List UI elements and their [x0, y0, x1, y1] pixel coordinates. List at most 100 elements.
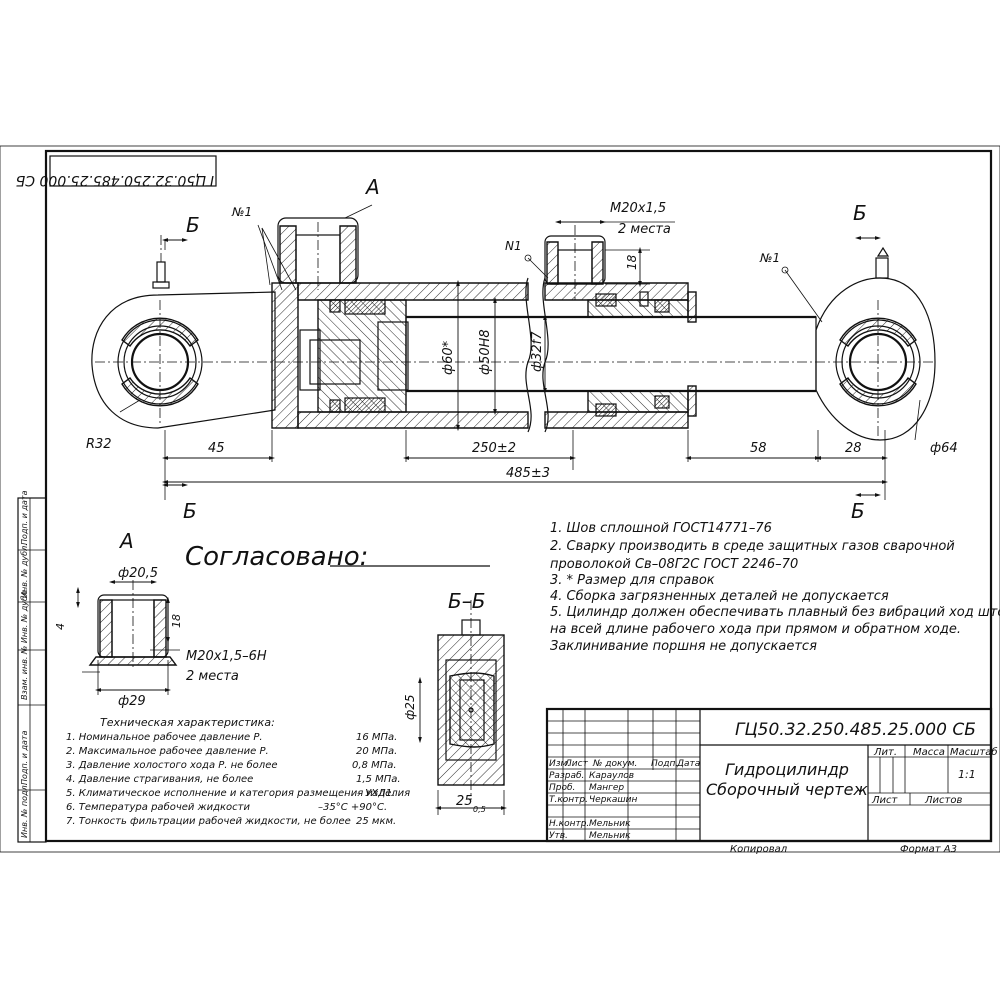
tech-row-1-value: 16 МПа. — [356, 732, 397, 743]
section-label-b-bottom-right: Б — [851, 499, 865, 523]
tube-wall-top — [297, 282, 529, 301]
dim-r32: R32 — [86, 437, 112, 452]
dim-18-top: 18 — [625, 254, 639, 270]
note-line-3: проволокой Св–08Г2С ГОСТ 2246–70 — [550, 557, 798, 572]
hdr-sign: Подп. — [651, 759, 678, 769]
notes-block: 1. Шов сплошной ГОСТ14771–76 2. Сварку п… — [550, 521, 1000, 654]
dim-d60: ф60* — [441, 340, 456, 375]
section-bb-d25: ф25 — [403, 694, 417, 720]
tech-row-2-label: 2. Максимальное рабочее давление Р. — [66, 745, 269, 757]
piston — [317, 299, 407, 413]
detail-a-d20: ф20,5 — [118, 566, 158, 581]
piston-rod — [405, 316, 817, 392]
inner-frame — [44, 149, 993, 843]
detail-a-places: 2 места — [186, 669, 239, 684]
sheet-label: Лист — [871, 795, 899, 806]
position-label-left: №1 — [231, 205, 252, 219]
detail-a-d4: 4 — [54, 623, 67, 630]
lit-label: Лит. — [873, 747, 897, 758]
name-3: Черкашин — [589, 795, 637, 805]
title-block: ГЦ50.32.250.485.25.000 СБ Гидроцилиндр С… — [545, 707, 998, 843]
outer-frame — [0, 145, 1000, 853]
role-6: Утв. — [549, 831, 568, 841]
scale-label: Масштаб — [950, 746, 998, 758]
detail-a-d18: 18 — [170, 614, 183, 628]
side-label-1: Инв. № подл. — [20, 783, 29, 838]
hdr-doc: № докум. — [592, 759, 637, 769]
role-3: Т.контр. — [549, 795, 588, 805]
dim-d64: ф64 — [930, 441, 958, 456]
hdr-list: Лист — [564, 759, 589, 769]
detail-a-thread: M20x1,5–6H — [186, 649, 267, 664]
dim-places-top: 2 места — [618, 222, 671, 237]
scale-value: 1:1 — [958, 768, 976, 781]
left-eye-body — [91, 291, 276, 429]
section-label-b-top-left: Б — [186, 213, 200, 237]
role-2: Проб. — [549, 783, 575, 793]
title-block-name-1: Гидроцилиндр — [725, 760, 849, 779]
sheets-label: Листов — [924, 795, 962, 806]
agreed-label: Согласовано: — [185, 542, 368, 572]
tech-row-7-value: 25 мкм. — [356, 816, 396, 827]
rotated-stamp-text: ГЦ50.32.250.485.25.000 СБ — [16, 172, 214, 188]
tech-row-3-value: 0,8 МПа. — [352, 760, 397, 771]
detail-a: А ф20,5 4 18 M20x1,5–6H 2 места ф29 — [54, 529, 267, 709]
dim-d50: ф50H8 — [478, 329, 493, 375]
note-line-1: 1. Шов сплошной ГОСТ14771–76 — [550, 521, 772, 536]
section-bb-tol: 0,5 — [473, 805, 486, 814]
tech-row-5-value: – УХЛ1. — [357, 788, 395, 799]
tech-row-3-label: 3. Давление холостого хода Р. не более — [66, 759, 278, 771]
side-label-4: Инв. № дубл. — [20, 543, 29, 598]
section-label-b-bottom-left: Б — [183, 499, 197, 523]
section-bb-title: Б–Б — [448, 589, 485, 613]
dim-45: 45 — [208, 441, 225, 456]
tech-row-6-label: 6. Температура рабочей жидкости — [66, 801, 250, 813]
view-label-a: А — [364, 175, 380, 199]
detail-a-title: А — [118, 529, 134, 553]
note-line-6: 5. Цилиндр должен обеспечивать плавный б… — [550, 605, 1000, 620]
right-eye-body — [815, 277, 936, 441]
tech-row-6-value: –35°С +90°С. — [318, 802, 387, 813]
tech-title: Техническая характеристика: — [100, 716, 275, 729]
dim-250: 250±2 — [472, 441, 516, 456]
role-5: Н.контр. — [549, 819, 589, 829]
rotated-stamp: ГЦ50.32.250.485.25.000 СБ — [16, 155, 217, 188]
name-1: Караулов — [589, 771, 634, 781]
side-strip: Подп. и дата Инв. № дубл. Взам. инв. № И… — [17, 490, 47, 843]
tech-row-1-label: 1. Номинальное рабочее давление Р. — [66, 731, 263, 743]
format-label: Формат А3 — [900, 844, 957, 855]
dim-thread-top: M20x1,5 — [610, 201, 666, 216]
name-2: Мангер — [589, 783, 624, 793]
note-line-7: на всей длине рабочего хода при прямом и… — [550, 622, 961, 637]
tech-row-4-value: 1,5 МПа. — [356, 774, 401, 785]
name-6: Мельник — [589, 831, 631, 841]
side-label-5: Подп. и дата — [20, 490, 29, 545]
tube-wall-bottom — [297, 411, 529, 429]
dim-58: 58 — [750, 441, 767, 456]
title-block-code: ГЦ50.32.250.485.25.000 СБ — [735, 720, 976, 740]
rear-cap — [271, 282, 299, 429]
mass-label: Масса — [913, 747, 945, 758]
name-5: Мельник — [589, 819, 631, 829]
note-line-8: Заклинивание поршня не допускается — [550, 639, 817, 654]
tech-row-7-label: 7. Тонкость фильтрации рабочей жидкости,… — [66, 815, 351, 827]
copied-label: Копировал — [730, 844, 788, 855]
position-label-right: №1 — [759, 251, 780, 265]
cylinder-assembly: Б Б Б Б А №1 N1 №1 R32 45 250±2 485±3 58… — [86, 175, 958, 523]
note-line-2: 2. Сварку производить в среде защитных г… — [550, 539, 955, 554]
hdr-izm: Изм. — [549, 759, 570, 769]
section-bb-w25: 25 — [456, 794, 473, 809]
tech-row-4-label: 4. Давление страгивания, не более — [66, 773, 253, 785]
detail-a-d29: ф29 — [118, 694, 146, 709]
dim-d32: ф32f7 — [530, 331, 545, 372]
dim-28: 28 — [845, 441, 862, 456]
tech-characteristics: Техническая характеристика: 1. Номинальн… — [66, 716, 410, 827]
tech-row-2-value: 20 МПа. — [356, 746, 397, 757]
dim-485: 485±3 — [506, 466, 550, 481]
note-line-4: 3. * Размер для справок — [550, 573, 715, 588]
position-label-mid: N1 — [505, 239, 522, 253]
side-label-2: Подп. и дата — [20, 730, 29, 785]
section-label-b-top-right: Б — [853, 201, 867, 225]
hdr-date: Дата — [676, 759, 700, 769]
